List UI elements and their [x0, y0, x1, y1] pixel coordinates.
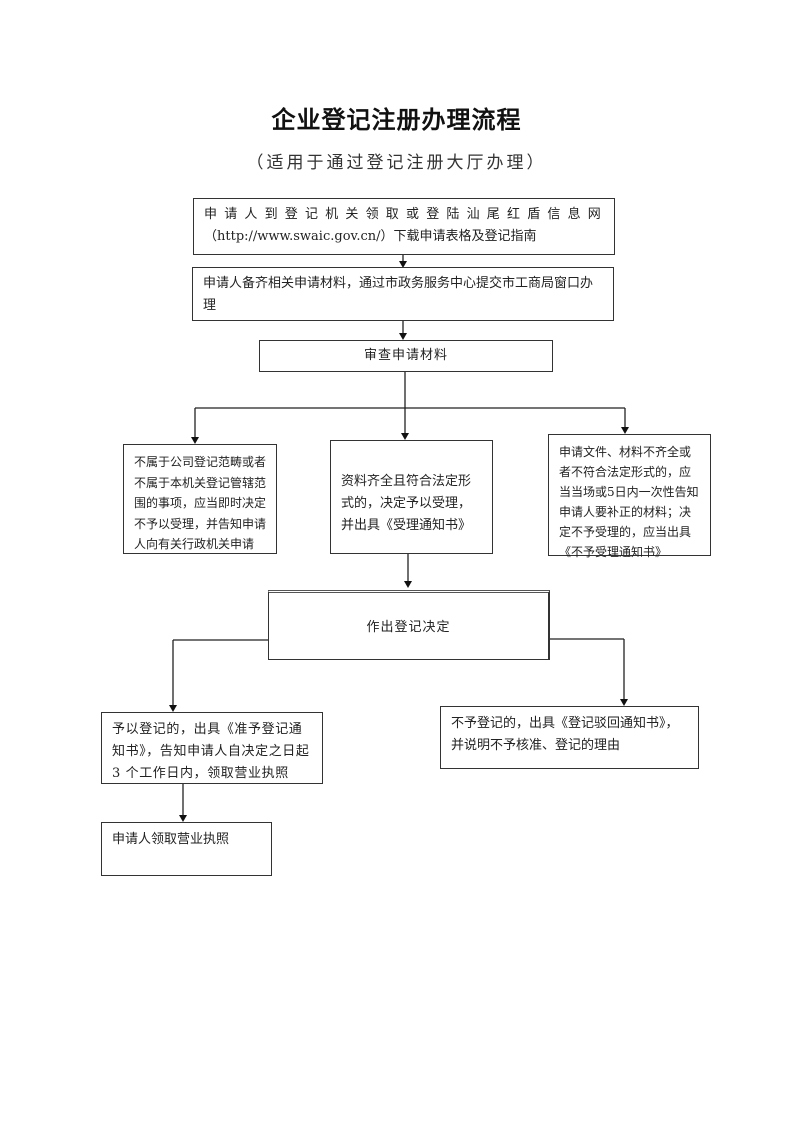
step-incomplete: 申请文件、材料不齐全或者不符合法定形式的，应当当场或5日内一次性告知申请人要补正… — [548, 434, 711, 559]
step-obtain-forms: 申请人到登记机关领取或登陆汕尾红盾信息网 （http://www.swaic.g… — [193, 198, 615, 255]
arrowhead-icon — [404, 581, 412, 588]
step-collect-license: 申请人领取营业执照 — [101, 822, 272, 876]
step-obtain-forms-line2: （http://www.swaic.gov.cn/）下载申请表格及登记指南 — [204, 229, 537, 244]
arrowhead-icon — [169, 705, 177, 712]
step-review-materials: 审查申请材料 — [259, 340, 553, 372]
step-reject-out-of-scope: 不属于公司登记范畴或者不属于本机关登记管辖范围的事项，应当即时决定不予以受理，并… — [123, 444, 277, 554]
arrowhead-icon — [399, 333, 407, 340]
arrowhead-icon — [179, 815, 187, 822]
step-accept: 资料齐全且符合法定形式的，决定予以受理，并出具《受理通知书》 — [330, 440, 493, 554]
step-approve: 予以登记的，出具《准予登记通知书》，告知申请人自决定之日起3 个工作日内，领取营… — [101, 712, 323, 784]
arrowhead-icon — [620, 699, 628, 706]
step-submit-materials: 申请人备齐相关申请材料，通过市政务服务中心提交市工商局窗口办理 — [192, 267, 614, 321]
step-deny: 不予登记的，出具《登记驳回通知书》，并说明不予核准、登记的理由 — [440, 706, 699, 769]
arrowhead-icon — [191, 437, 199, 444]
step-obtain-forms-line1: 申请人到登记机关领取或登陆汕尾红盾信息网 — [204, 207, 609, 222]
step-make-decision: 作出登记决定 — [268, 590, 550, 660]
arrowhead-icon — [621, 427, 629, 434]
arrowhead-icon — [401, 433, 409, 440]
page-title: 企业登记注册办理流程 — [271, 105, 522, 134]
page-subtitle: （适用于通过登记注册大厅办理） — [246, 153, 547, 173]
